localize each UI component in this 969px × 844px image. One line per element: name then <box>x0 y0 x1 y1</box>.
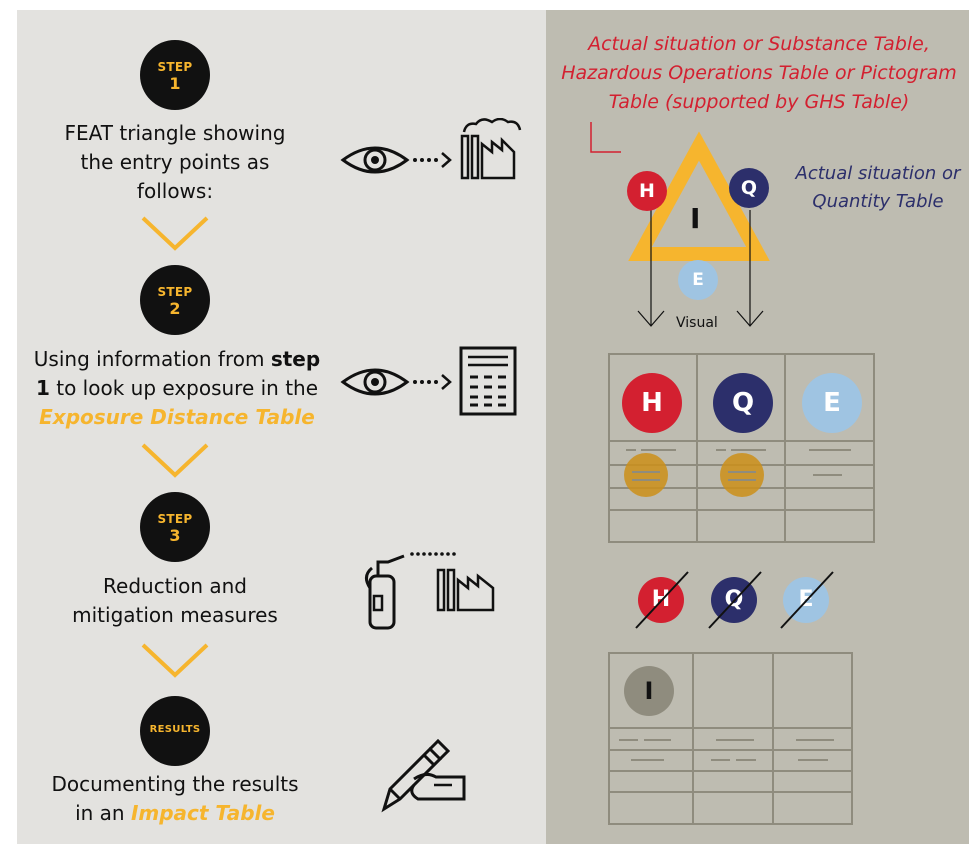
chevron-down-icon <box>141 443 209 478</box>
substance-note: Actual situation or Substance Table, Haz… <box>561 33 957 113</box>
hazard-circle: H <box>627 171 667 211</box>
strike-lines <box>635 571 834 629</box>
feat-triangle <box>628 131 770 261</box>
quantity-note: Actual situation or Quantity Table <box>795 163 961 212</box>
dotted-arrow-icon <box>413 374 452 390</box>
chevron-down-icon <box>141 216 209 251</box>
impact-table <box>608 652 853 825</box>
step-3-badge: STEP 3 <box>140 492 210 562</box>
step-2-badge: STEP 2 <box>140 265 210 335</box>
results-badge: RESULTS <box>140 696 210 766</box>
step-1-badge: STEP 1 <box>140 40 210 110</box>
chevron-down-icon <box>141 643 209 678</box>
step-2-text: Using information from step 1 to look up… <box>33 347 321 429</box>
factory-icon <box>436 568 495 612</box>
fire-extinguisher-icon <box>365 552 456 630</box>
calculator-icon <box>459 346 517 416</box>
impact-circle: I <box>624 666 674 716</box>
highlight-dot <box>624 453 668 497</box>
exposure-circle: E <box>678 260 718 300</box>
quantity-circle: Q <box>729 168 769 208</box>
dotted-arrow-icon <box>413 152 452 168</box>
step-3-text: Reduction and mitigation measures <box>72 574 278 627</box>
quantity-circle: Q <box>713 373 773 433</box>
highlight-dot <box>720 453 764 497</box>
impact-letter: I <box>690 202 701 235</box>
feat-diagram <box>590 122 875 825</box>
left-panel <box>17 10 546 844</box>
pen-hand-icon <box>381 738 466 813</box>
eye-icon <box>340 368 410 396</box>
visual-label: Visual <box>676 315 718 331</box>
step-1-text: FEAT triangle showing the entry points a… <box>64 121 286 203</box>
hazard-circle: H <box>622 373 682 433</box>
exposure-circle: E <box>802 373 862 433</box>
factory-icon <box>460 118 522 180</box>
results-text: Documenting the results in an Impact Tab… <box>51 772 299 825</box>
eye-icon <box>340 146 410 174</box>
